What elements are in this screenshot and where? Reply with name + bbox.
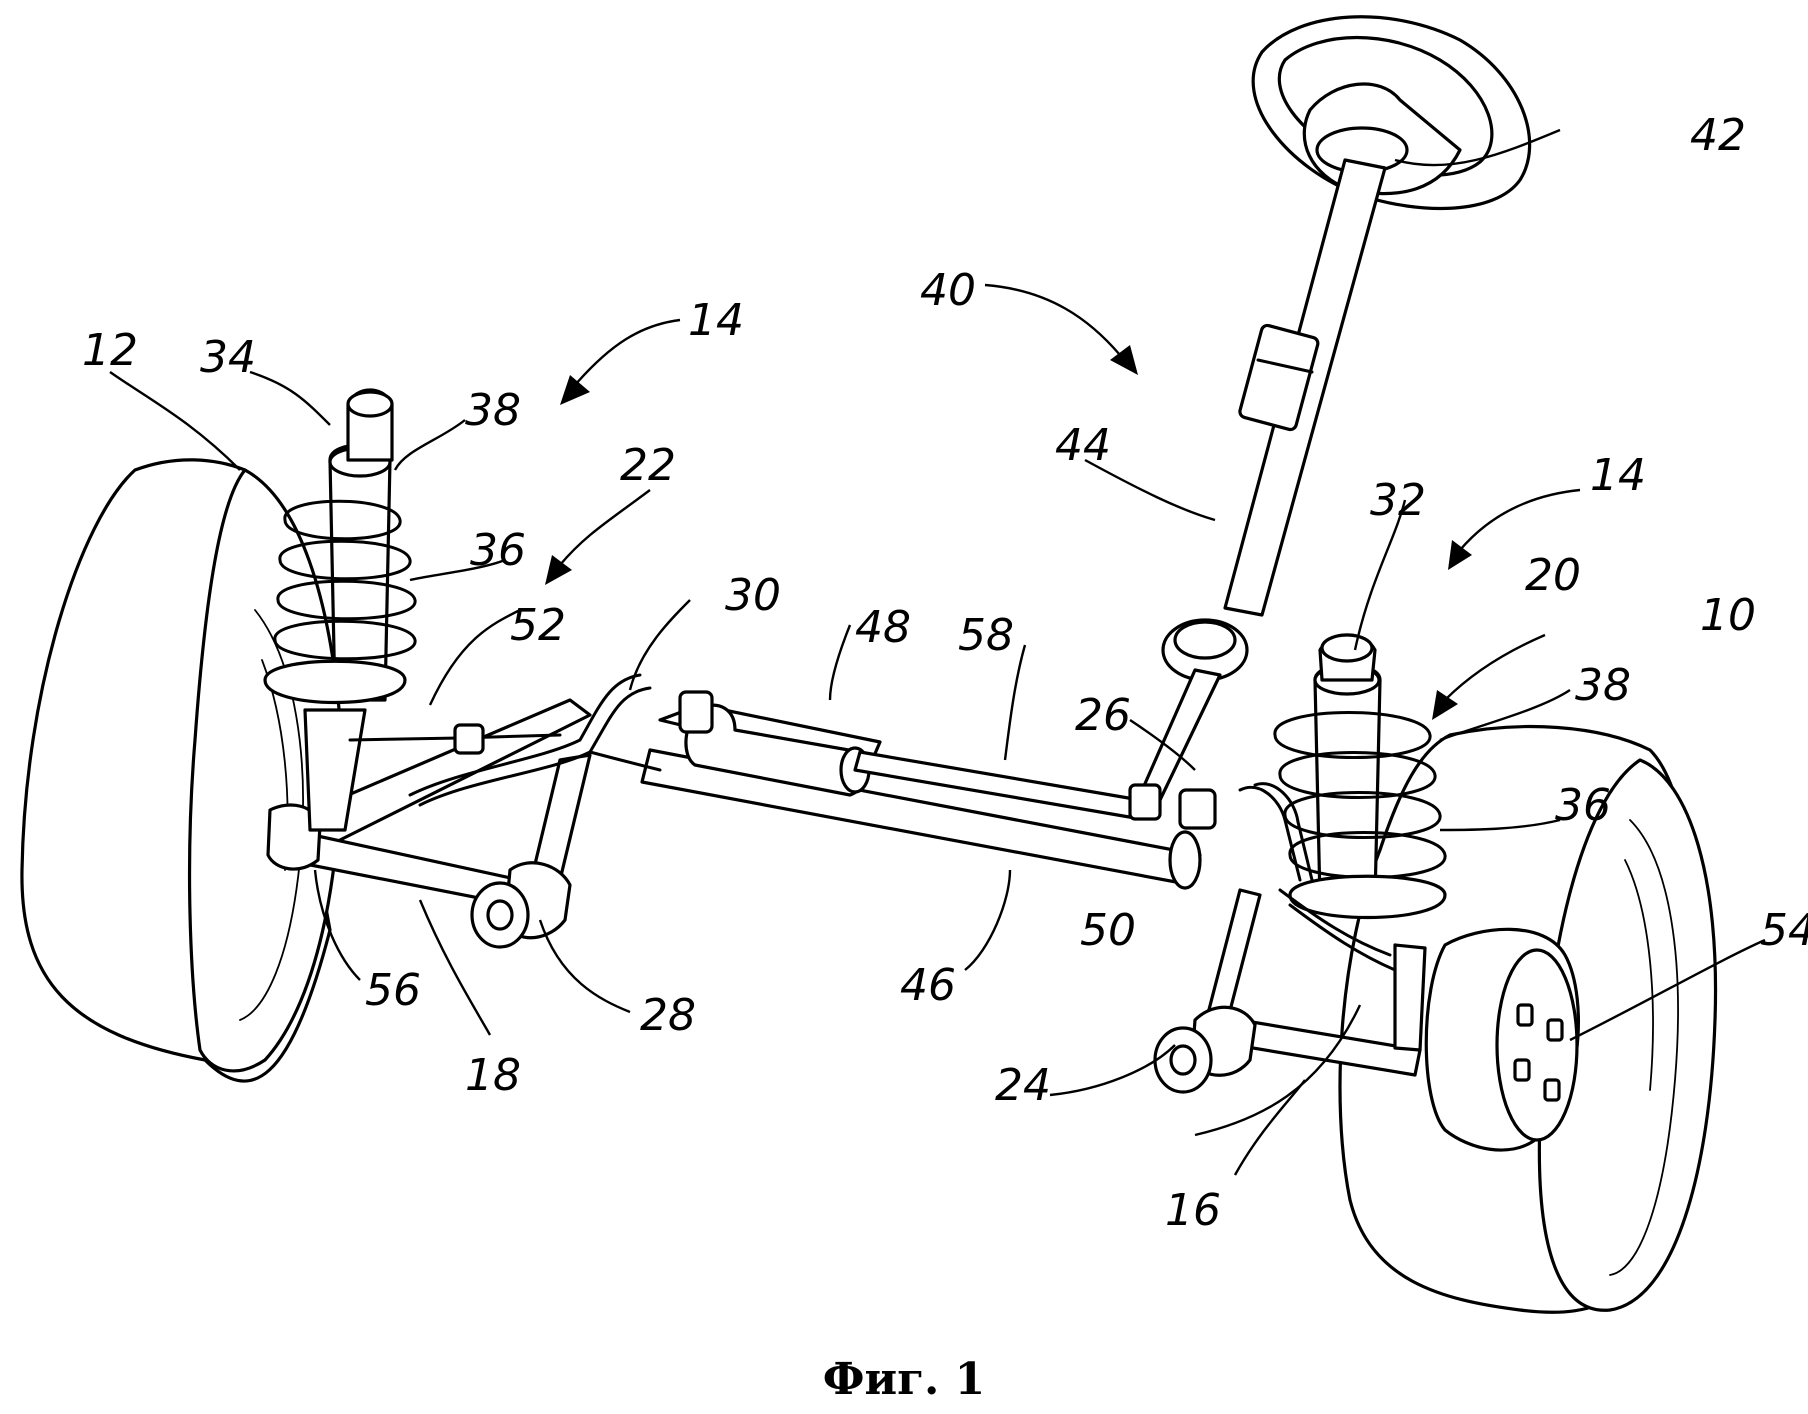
label-22: 22 [620,440,676,491]
stabilizer-bar [348,673,662,807]
left-wheel [20,458,343,1083]
label-10: 10 [1700,590,1756,641]
arrow-40-icon [1110,345,1138,375]
label-58: 58 [958,610,1014,661]
label-54: 54 [1760,905,1808,956]
leader-lines [109,128,1766,1176]
label-34: 34 [200,332,256,383]
label-44: 44 [1055,420,1111,471]
arrow-20-icon [1432,690,1458,720]
label-36-right: 36 [1555,780,1611,831]
label-42: 42 [1690,110,1746,161]
arrow-14-left-icon [560,375,590,405]
figure-caption: Фиг. 1 [822,1354,986,1405]
label-30: 30 [725,570,781,621]
label-50: 50 [1080,905,1136,956]
group-arrows [545,283,1581,720]
right-control-arm [1153,888,1427,1094]
label-46: 46 [900,960,956,1011]
label-12: 12 [82,325,138,376]
label-16: 16 [1165,1185,1221,1236]
reference-labels: 12 34 38 14 22 36 52 30 48 58 40 44 42 3… [82,110,1808,1236]
label-18: 18 [465,1050,521,1101]
arrow-22-icon [545,555,572,585]
steering-rack [640,690,1217,890]
steering-assembly [1138,15,1532,802]
label-20: 20 [1525,550,1581,601]
label-38-left: 38 [465,385,521,436]
label-56: 56 [365,965,421,1016]
label-24: 24 [995,1060,1051,1111]
label-32: 32 [1370,475,1426,526]
label-26: 26 [1075,690,1131,741]
label-14-left: 14 [688,295,744,346]
label-52: 52 [510,600,566,651]
label-14-right: 14 [1590,450,1646,501]
label-28: 28 [640,990,696,1041]
right-wheel [1338,725,1718,1314]
arrow-14-right-icon [1448,540,1472,570]
label-48: 48 [855,602,911,653]
label-36-left: 36 [470,525,526,576]
label-40: 40 [920,265,976,316]
label-38-right: 38 [1575,660,1631,711]
